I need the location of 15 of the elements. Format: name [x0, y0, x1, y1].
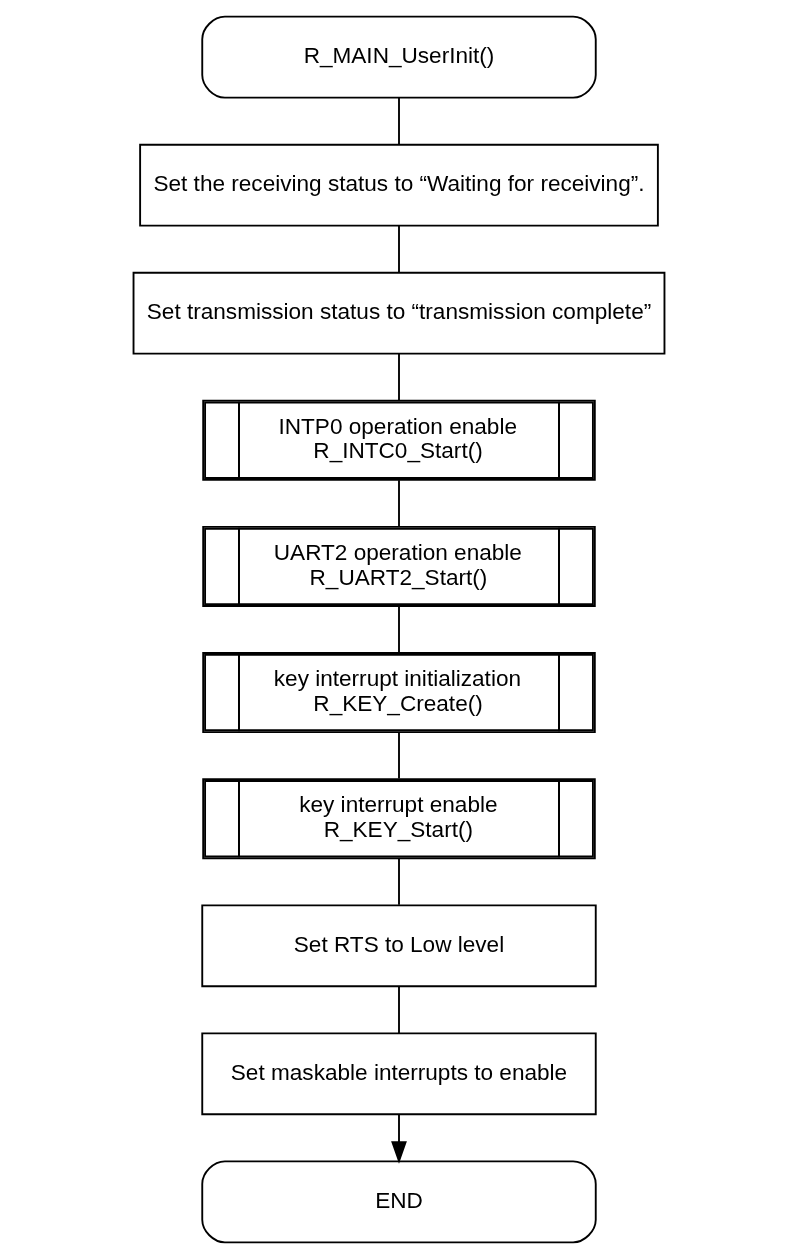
node-box: END: [201, 1160, 597, 1244]
connector: [398, 479, 400, 528]
connector: [398, 985, 400, 1034]
connector: [398, 224, 400, 274]
connector: [398, 96, 400, 146]
connector: [398, 857, 400, 906]
connector: [398, 731, 400, 780]
node-box: Set transmission status to “transmission complete”: [132, 271, 666, 355]
node-box: Set maskable interrupts to enable: [201, 1032, 597, 1116]
node-box: Set RTS to Low level: [201, 904, 597, 988]
connector: [398, 353, 400, 401]
arrow: [391, 1113, 407, 1164]
node-box: R_MAIN_UserInit(): [201, 15, 597, 99]
connector: [398, 605, 400, 654]
node-box: Set the receiving status to “Waiting for receiving”.: [139, 143, 659, 227]
